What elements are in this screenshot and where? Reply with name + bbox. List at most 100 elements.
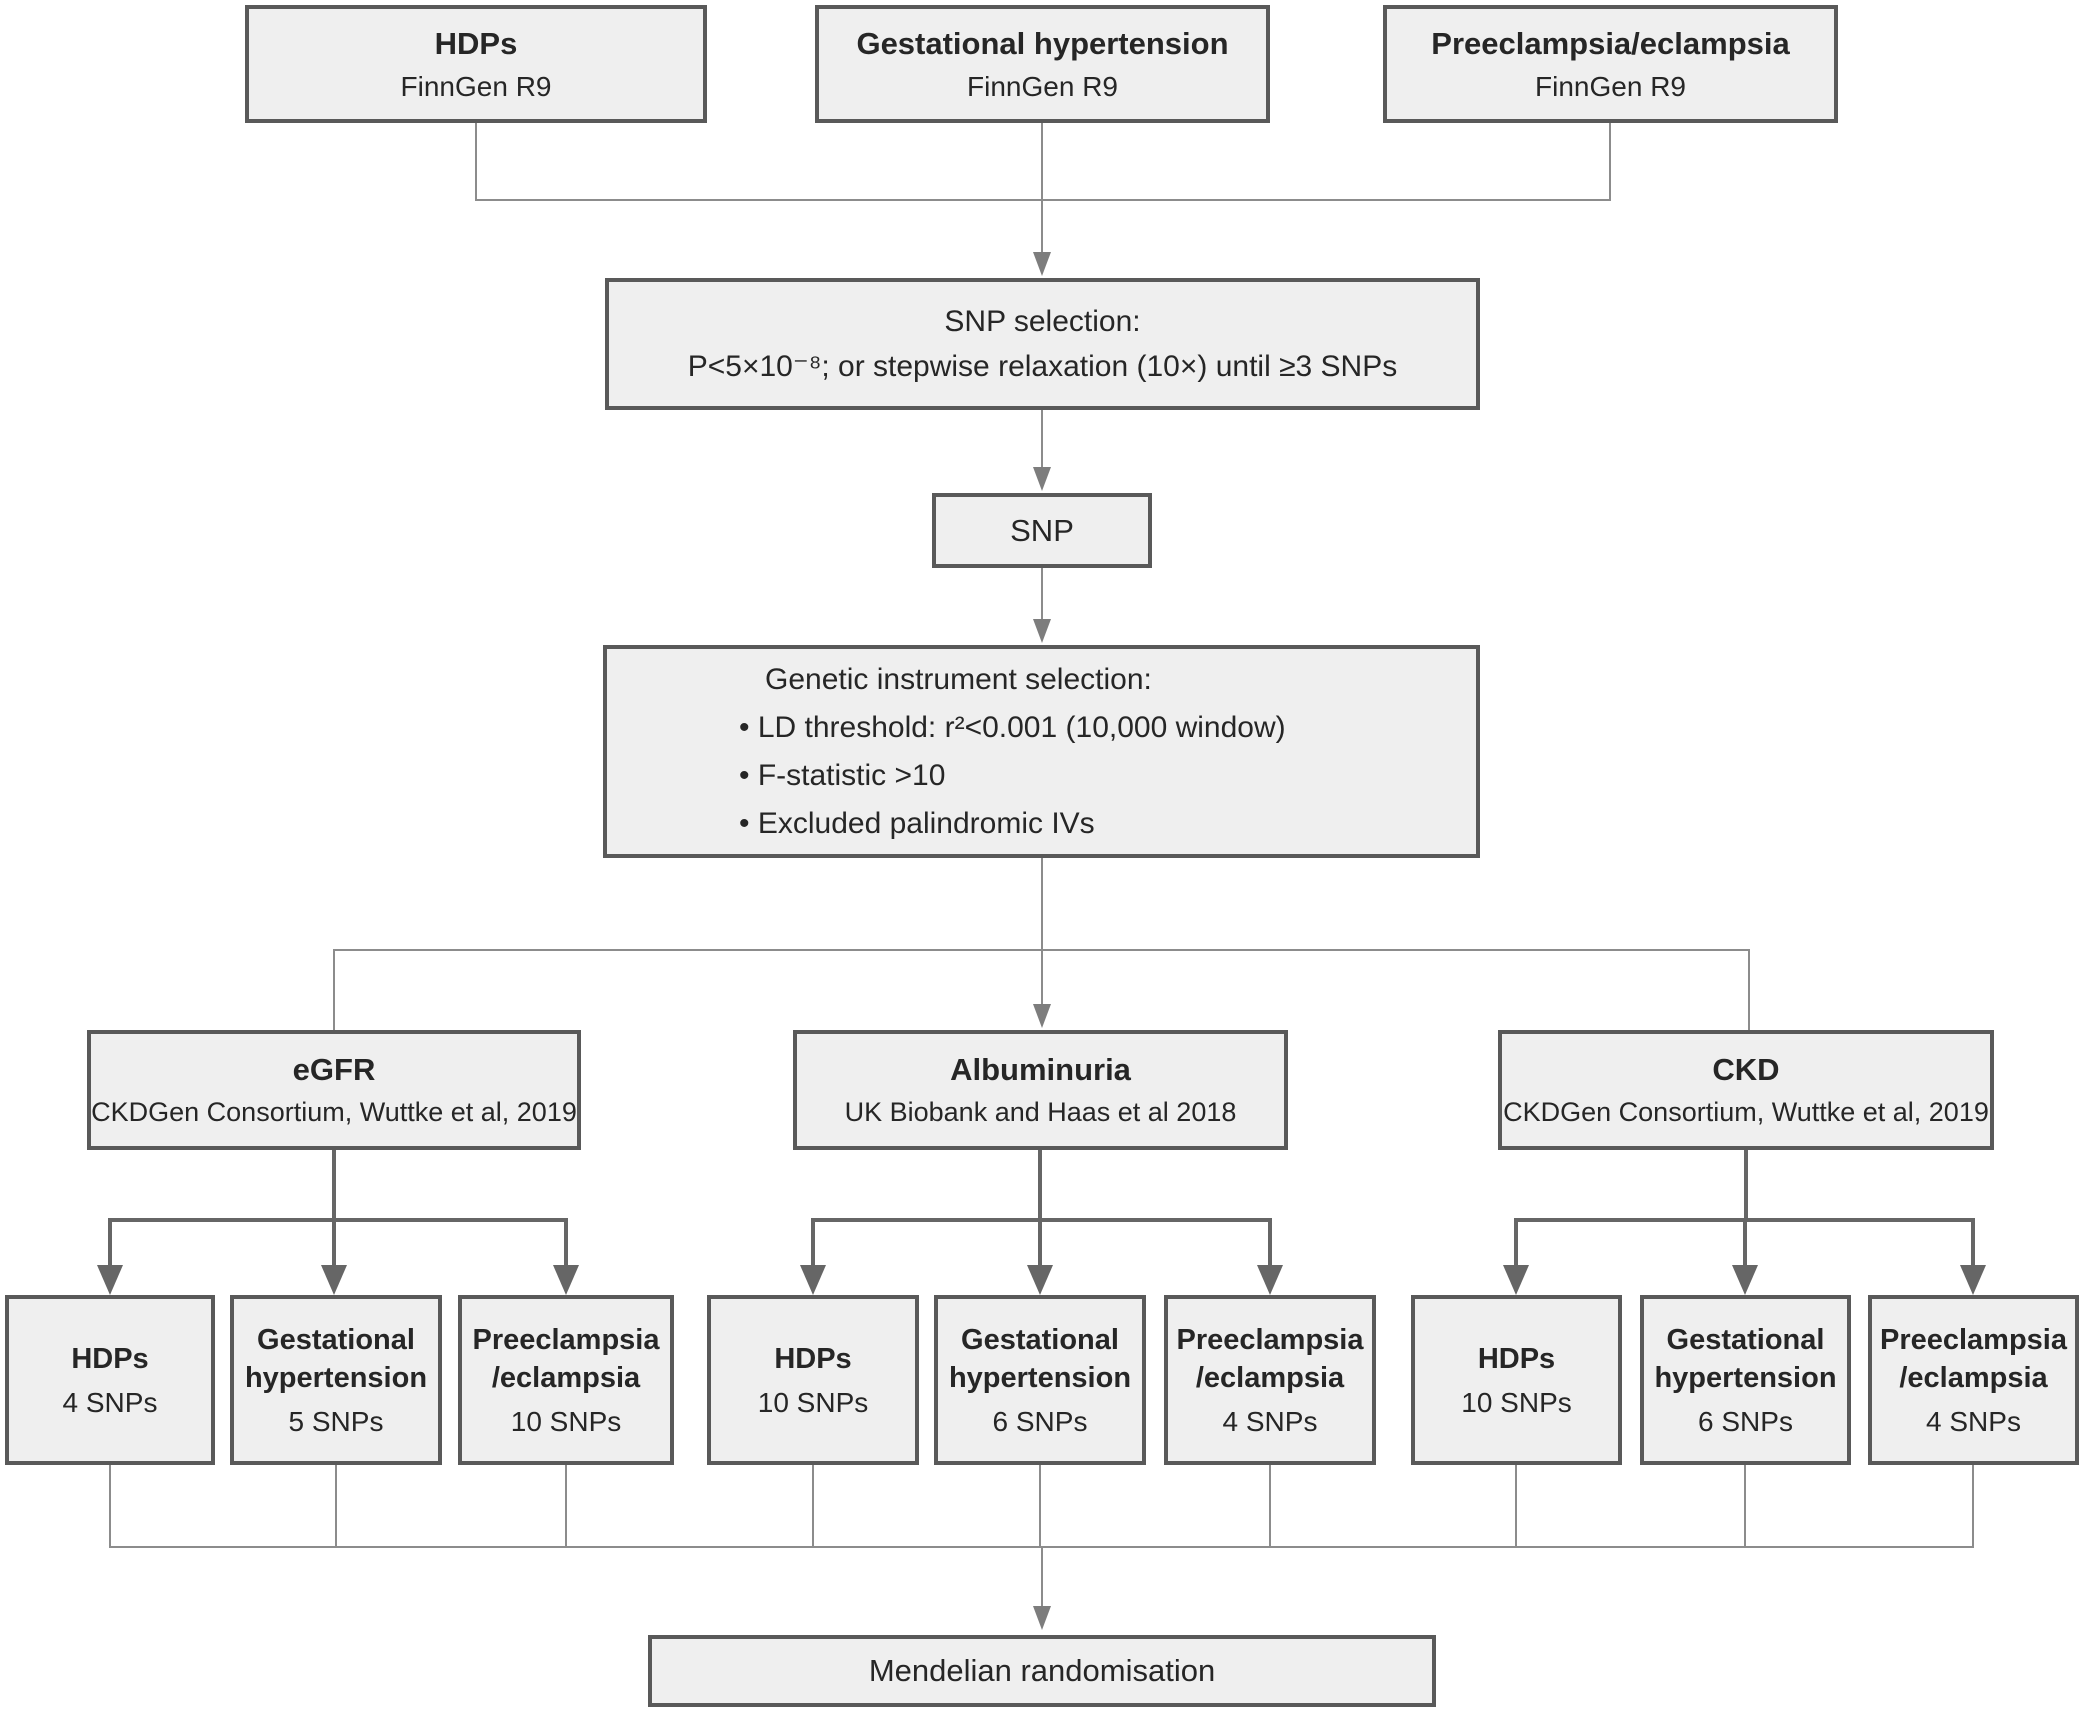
connector-line (1041, 199, 1043, 255)
connector-line (1039, 1465, 1041, 1548)
snp-count-box: HDPs 10 SNPs (1411, 1295, 1622, 1465)
mendelian-randomisation-box: Mendelian randomisation (648, 1635, 1436, 1707)
box-title: Gestational hypertension (1654, 1324, 1837, 1394)
connector-line (564, 1218, 568, 1267)
snp-count-box: HDPs 4 SNPs (5, 1295, 215, 1465)
instrument-content: Genetic instrument selection: • LD thres… (607, 650, 1476, 854)
connector-line (1041, 568, 1043, 621)
snp-count-box: Gestational hypertension 6 SNPs (1640, 1295, 1851, 1465)
outcome-box-egfr: eGFR CKDGen Consortium, Wuttke et al, 20… (87, 1030, 581, 1150)
box-title: Preeclampsia /eclampsia (1879, 1324, 2067, 1394)
arrowhead-down-icon (553, 1265, 579, 1295)
snp-count-box: Preeclampsia /eclampsia 4 SNPs (1164, 1295, 1376, 1465)
snp-count: 6 SNPs (1698, 1405, 1793, 1437)
snp-count: 10 SNPs (1461, 1386, 1572, 1418)
connector-line (1041, 858, 1043, 1006)
snp-count: 10 SNPs (510, 1405, 622, 1437)
instrument-title: Genetic instrument selection: (765, 662, 1152, 696)
arrowhead-down-icon (1503, 1265, 1529, 1295)
connector-line (811, 1218, 815, 1267)
arrowhead-down-icon (1732, 1265, 1758, 1295)
connector-line (1748, 949, 1750, 1030)
snp-count-box: Preeclampsia /eclampsia 4 SNPs (1868, 1295, 2079, 1465)
snp-count: 10 SNPs (757, 1386, 869, 1418)
snp-count: 4 SNPs (1222, 1405, 1318, 1437)
box-title: Preeclampsia/eclampsia (1431, 25, 1790, 61)
connector-line (1514, 1218, 1518, 1267)
connector-line (1743, 1218, 1747, 1267)
snp-count: 4 SNPs (1926, 1405, 2021, 1437)
box-title: Gestational hypertension (856, 25, 1229, 61)
box-title: Gestational hypertension (948, 1324, 1132, 1394)
connector-line (1269, 1465, 1271, 1548)
connector-line (1972, 1465, 1974, 1548)
snp-count: 5 SNPs (288, 1405, 384, 1437)
exposure-box-gestational-hypertension: Gestational hypertension FinnGen R9 (815, 5, 1270, 123)
exposure-box-hdps: HDPs FinnGen R9 (245, 5, 707, 123)
connector-line (475, 123, 477, 201)
connector-line (1268, 1218, 1272, 1267)
connector-line (1038, 1218, 1042, 1267)
box-title: HDPs (774, 1343, 852, 1376)
snp-selection-criteria: P<5×10⁻⁸; or stepwise relaxation (10×) u… (687, 350, 1398, 383)
snp-count-box: Preeclampsia /eclampsia 10 SNPs (458, 1295, 674, 1465)
box-subtitle: CKDGen Consortium, Wuttke et al, 2019 (91, 1097, 577, 1128)
connector-line (565, 1465, 567, 1548)
snp-count: 4 SNPs (62, 1386, 158, 1418)
snp-count-box: Gestational hypertension 6 SNPs (934, 1295, 1146, 1465)
arrowhead-down-icon (1257, 1265, 1283, 1295)
arrowhead-down-icon (1033, 252, 1051, 276)
snp-count: 6 SNPs (992, 1405, 1088, 1437)
box-subtitle: FinnGen R9 (400, 70, 552, 102)
box-subtitle: FinnGen R9 (1535, 70, 1686, 102)
connector-line (1515, 1465, 1517, 1548)
instrument-bullet: • F-statistic >10 (739, 758, 946, 792)
arrowhead-down-icon (800, 1265, 826, 1295)
connector-line (1041, 1546, 1043, 1608)
connector-line (333, 949, 1750, 951)
box-title: HDPs (434, 25, 518, 61)
box-title: CKD (1712, 1052, 1780, 1088)
connector-line (108, 1218, 568, 1222)
instrument-bullet: • LD threshold: r²<0.001 (10,000 window) (739, 710, 1286, 744)
connector-line (108, 1218, 112, 1267)
box-title: Albuminuria (950, 1052, 1131, 1088)
instrument-selection-box: Genetic instrument selection: • LD thres… (603, 645, 1480, 858)
box-title: eGFR (292, 1052, 376, 1088)
connector-line (475, 199, 1611, 201)
arrowhead-down-icon (97, 1265, 123, 1295)
final-label: Mendelian randomisation (868, 1653, 1216, 1688)
connector-line (1041, 123, 1043, 201)
snp-label: SNP (1010, 512, 1074, 548)
arrowhead-down-icon (1033, 1004, 1051, 1028)
snp-box: SNP (932, 493, 1152, 568)
snp-selection-box: SNP selection: P<5×10⁻⁸; or stepwise rel… (605, 278, 1480, 410)
snp-count-box: HDPs 10 SNPs (707, 1295, 919, 1465)
arrowhead-down-icon (1027, 1265, 1053, 1295)
connector-line (1971, 1218, 1975, 1267)
arrowhead-down-icon (1033, 467, 1051, 491)
connector-line (333, 949, 335, 1030)
box-title: HDPs (1477, 1343, 1556, 1376)
snp-count-box: Gestational hypertension 5 SNPs (230, 1295, 442, 1465)
connector-line (109, 1465, 111, 1548)
instrument-bullet: • Excluded palindromic IVs (739, 806, 1095, 840)
snp-selection-title: SNP selection: (944, 305, 1141, 338)
exposure-box-preeclampsia: Preeclampsia/eclampsia FinnGen R9 (1383, 5, 1838, 123)
connector-line (335, 1465, 337, 1548)
connector-line (1609, 123, 1611, 201)
box-title: HDPs (71, 1343, 149, 1376)
box-title: Preeclampsia /eclampsia (472, 1324, 660, 1394)
box-title: Gestational hypertension (244, 1324, 428, 1394)
connector-line (332, 1150, 336, 1220)
connector-line (1744, 1465, 1746, 1548)
box-subtitle: UK Biobank and Haas et al 2018 (844, 1097, 1237, 1128)
outcome-box-albuminuria: Albuminuria UK Biobank and Haas et al 20… (793, 1030, 1288, 1150)
connector-line (1744, 1150, 1748, 1220)
box-subtitle: FinnGen R9 (967, 70, 1118, 102)
arrowhead-down-icon (1033, 619, 1051, 643)
connector-line (1041, 410, 1043, 469)
connector-line (812, 1465, 814, 1548)
arrowhead-down-icon (1960, 1265, 1986, 1295)
connector-line (1038, 1150, 1042, 1220)
